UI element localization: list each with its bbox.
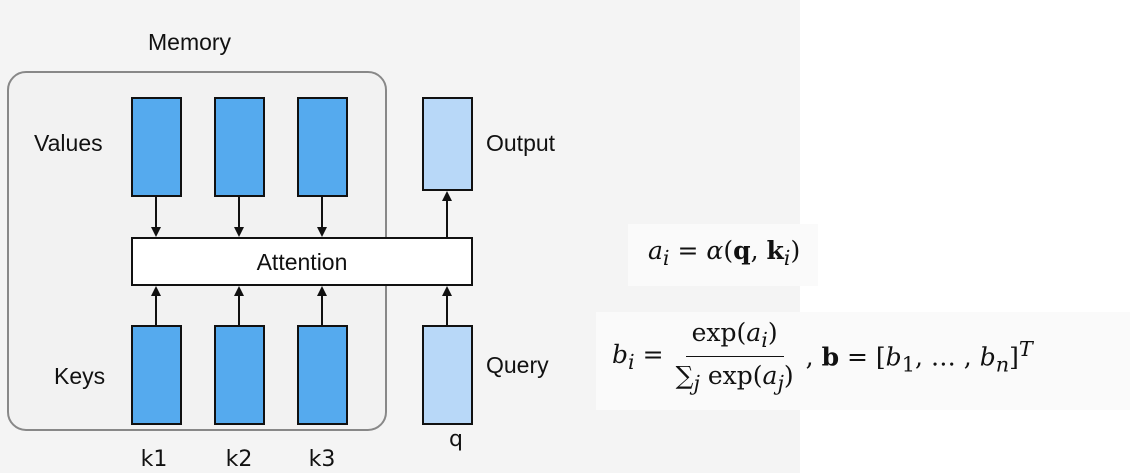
key-label-1: k1 [141,447,168,472]
value-vector-3 [297,97,348,197]
memory-label: Memory [148,29,232,55]
key-vector-1 [131,325,182,425]
softmax-fraction: exp(ai) ∑j exp(aj) [675,318,794,395]
attention-diagram: Memory Attention Values Keys Output Quer… [7,29,556,472]
value-vector-2 [214,97,265,197]
equation-softmax: bi = exp(ai) ∑j exp(aj) , b = [b1, … , b… [612,318,1033,395]
key-vector-2 [214,325,265,425]
value-vector-1 [131,97,182,197]
attention-label: Attention [257,249,348,275]
key-label-2: k2 [226,447,253,472]
query-label: Query [486,352,549,378]
key-vector-3 [297,325,348,425]
equation-1-background [628,224,818,286]
key-label-3: k3 [309,447,336,472]
output-label: Output [486,130,556,156]
output-vector [422,97,473,191]
equation-2-background [596,312,1130,410]
values-label: Values [34,130,103,156]
keys-label: Keys [54,363,105,389]
query-symbol-label: q [449,427,463,452]
equation-attention-score: ai = α(q, ki) [648,236,801,270]
query-vector [422,325,473,425]
attention-box [131,237,473,286]
